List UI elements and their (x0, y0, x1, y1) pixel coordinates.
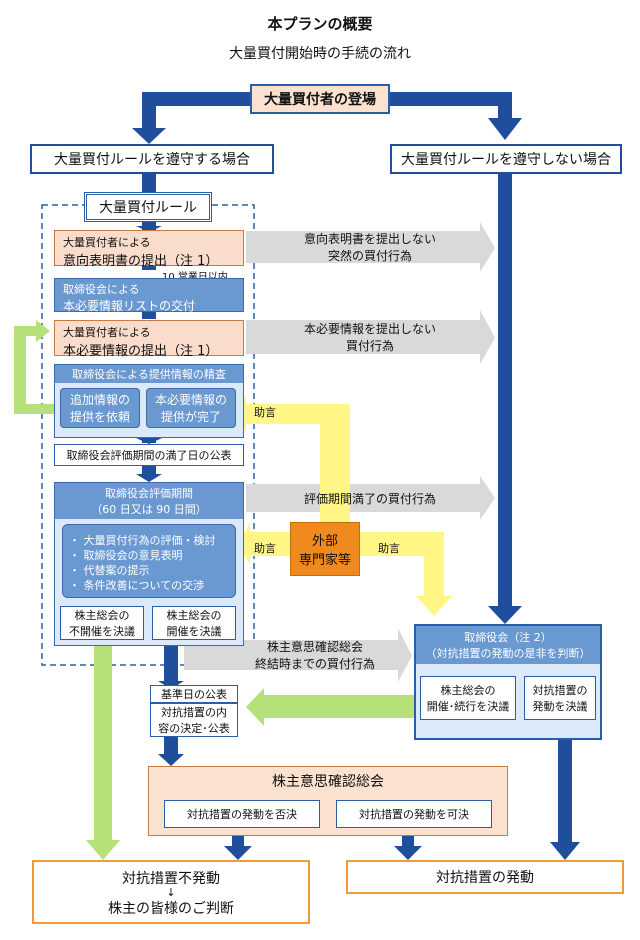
shareholders-judgement: 株主の皆様のご判断 (108, 901, 234, 917)
node-board2-invoke: 対抗措置の 発動を決議 (524, 676, 596, 720)
node-approve: 対抗措置の発動を可決 (336, 800, 492, 828)
node-record-date: 基準日の公表 (150, 685, 238, 703)
advice-label-2: 助言 (254, 542, 276, 555)
board2-header: 取締役会（注 2） （対抗措置の発動の是非を判断） (416, 626, 600, 664)
node-rule-title: 大量買付ルール (84, 192, 212, 222)
list-line1: 取締役会による (63, 283, 140, 296)
eval-item: ・ 代替案の提示 (69, 564, 150, 577)
gray-eval-label: 評価期間満了の買付行為 (303, 491, 436, 506)
rule-title-text: 大量買付ルール (99, 200, 197, 216)
top-split-arrow (132, 92, 522, 144)
gray-info-label: 本必要情報を提出しない 買付行為 (303, 322, 436, 353)
ten-days-label: 10 営業日以内 (162, 268, 252, 283)
no-invoke-text: 対抗措置不発動 (122, 871, 220, 887)
node-intent: 大量買付者による 意向表明書の提出（注 1） (54, 230, 244, 269)
node-decide-measure: 対抗措置の内 容の決定･公表 (150, 703, 238, 737)
info-line2: 本必要情報の提出（注 1） (63, 344, 219, 359)
green-arrows (14, 320, 414, 860)
down-arrow-glyph: ↓ (166, 886, 176, 899)
node-info-complete: 本必要情報の 提供が完了 (146, 388, 236, 428)
yellow-arrows (232, 396, 452, 616)
eval-items-box: ・ 大量買付行為の評価・検討 ・ 取締役会の意見表明 ・ 代替案の提示 ・ 条件… (62, 524, 236, 598)
advice-label-1: 助言 (254, 406, 276, 419)
scrutiny-title: 取締役会による提供情報の精査 (55, 365, 243, 383)
page-title: 本プランの概要 (267, 14, 373, 33)
page-subtitle: 大量買付開始時の手続の流れ (229, 46, 411, 62)
intent-line2: 意向表明書の提出（注 1） (63, 254, 219, 269)
node-no-meeting: 株主総会の 不開催を決議 (60, 606, 144, 640)
board2-line2: （対抗措置の発動の是非を判断） (425, 647, 591, 660)
right-flow-arrows (488, 174, 580, 860)
eval-item: ・ 条件改善についての交渉 (69, 579, 205, 592)
info-line1: 大量買付者による (63, 326, 151, 339)
node-not-comply: 大量買付ルールを遵守しない場合 (390, 144, 622, 174)
node-expert: 外部 専門家等 (290, 522, 360, 576)
node-appearance: 大量買付者の登場 (250, 84, 390, 114)
node-info: 大量買付者による 本必要情報の提出（注 1） (54, 320, 244, 359)
node-comply: 大量買付ルールを遵守する場合 (30, 144, 274, 174)
eval-line1: 取締役会評価期間 (105, 487, 193, 500)
board2-line1: 取締役会（注 2） (464, 631, 552, 644)
eval-header: 取締役会評価期間 （60 日又は 90 日間） (55, 483, 243, 519)
node-hold-meeting: 株主総会の 開催を決議 (152, 606, 236, 640)
gray-meeting-label: 株主意思確認総会 終結時までの買付行為 (254, 640, 375, 671)
gray-intent-label: 意向表明書を提出しない 突然の買付行為 (303, 232, 436, 263)
node-invoke: 対抗措置の発動 (346, 860, 624, 894)
list-line2: 本必要情報リストの交付 (63, 299, 196, 313)
node-request-more: 追加情報の 提供を依頼 (60, 388, 140, 428)
advice-label-3: 助言 (378, 542, 400, 555)
meeting-title: 株主意思確認総会 (272, 774, 384, 790)
node-no-invoke: 対抗措置不発動 ↓ 株主の皆様のご判断 (32, 860, 310, 924)
node-announce-end: 取締役会評価期間の満了日の公表 (54, 444, 244, 466)
intent-line1: 大量買付者による (63, 236, 151, 249)
eval-line2: （60 日又は 90 日間） (91, 503, 207, 516)
node-reject: 対抗措置の発動を否決 (164, 800, 320, 828)
eval-item: ・ 取締役会の意見表明 (69, 549, 183, 562)
eval-item: ・ 大量買付行為の評価・検討 (69, 534, 216, 547)
node-board2-hold: 株主総会の 開催･続行を決議 (420, 676, 516, 720)
node-list: 取締役会による 本必要情報リストの交付 (54, 278, 244, 313)
left-flow-arrows (136, 174, 422, 860)
